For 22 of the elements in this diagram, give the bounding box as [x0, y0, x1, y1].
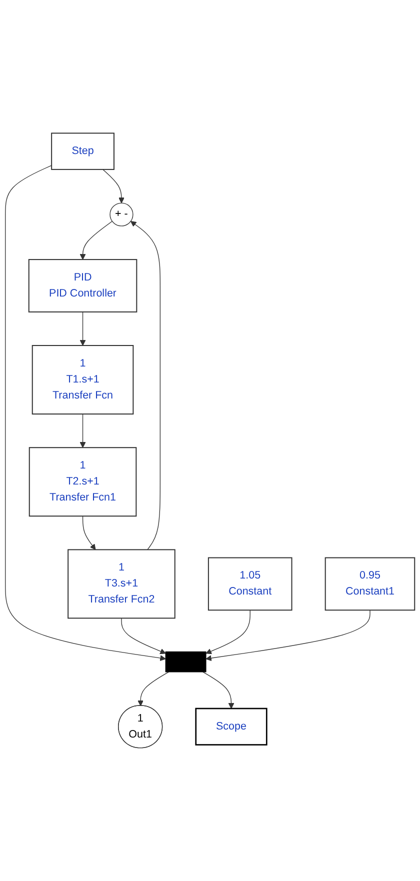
arrow: [80, 220, 113, 260]
node-box: 1 T3.s+1 Transfer Fcn2: [68, 549, 176, 619]
node-box: 1 T1.s+1 Transfer Fcn: [32, 345, 134, 415]
node-box: PID PID Controller: [28, 259, 138, 312]
node-bar: [165, 651, 206, 672]
arrow: [80, 414, 86, 448]
arrow: [206, 610, 370, 662]
arrow: [82, 516, 96, 550]
arrow: [130, 220, 160, 550]
arrow: [202, 672, 234, 709]
node-circle: + -: [110, 202, 134, 226]
arrow: [102, 169, 124, 204]
node-box: 1.05 Constant: [208, 557, 292, 611]
arrow: [138, 672, 170, 706]
arrow: [80, 312, 86, 346]
arrow: [5, 165, 166, 661]
arrow: [121, 618, 166, 654]
node-box: 0.95 Constant1: [324, 557, 416, 611]
node-box: Step: [51, 132, 114, 170]
node-box: Scope: [195, 708, 268, 746]
arrow: [206, 610, 250, 654]
node-box: 1 T2.s+1 Transfer Fcn1: [28, 447, 137, 517]
